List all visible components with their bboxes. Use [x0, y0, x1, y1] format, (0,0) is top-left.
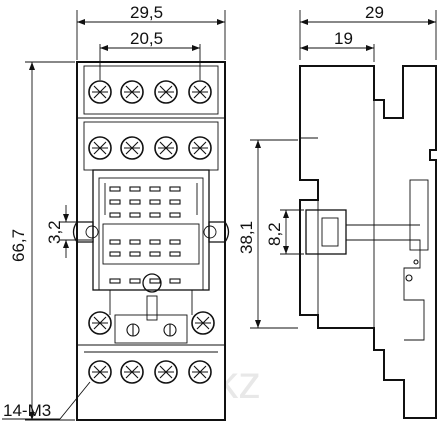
dim-label-side-depth-outer: 29 [365, 3, 384, 22]
screw-terminals-coil [88, 311, 215, 335]
screw-terminals-row-bottom [88, 360, 212, 384]
dimension-side-depth-outer: 29 [299, 3, 437, 60]
side-view: 29 19 38,1 8,2 [237, 3, 437, 419]
pin-slots [109, 186, 181, 284]
dimension-front-small: 3,2 [45, 205, 92, 258]
screw-terminals-row-1 [88, 80, 212, 104]
screw-callout-label: 14-M3 [3, 401, 51, 420]
dim-label-front-width-outer: 29,5 [130, 3, 163, 22]
dimension-front-width-inner: 20,5 [99, 29, 201, 80]
dimension-front-width-outer: 29,5 [76, 3, 226, 60]
dim-label-side-depth-inner: 19 [334, 29, 353, 48]
dimension-side-depth-inner: 19 [300, 29, 375, 62]
screw-terminals-row-2 [88, 136, 212, 160]
dim-label-front-small: 3,2 [45, 220, 64, 244]
front-view: 29,5 20,5 66,7 3,2 [2, 3, 230, 421]
dimension-front-height: 66,7 [9, 61, 75, 421]
dim-label-side-small: 8,2 [265, 222, 284, 246]
screw-callout: 14-M3 [2, 381, 91, 420]
din-clip [305, 209, 347, 255]
dim-label-front-width-inner: 20,5 [130, 29, 163, 48]
dimension-side-small: 8,2 [265, 209, 304, 255]
dimension-side-height: 38,1 [237, 139, 298, 329]
dim-label-front-height: 66,7 [9, 229, 28, 262]
dim-label-side-height: 38,1 [237, 221, 256, 254]
side-body-outline [299, 65, 437, 419]
